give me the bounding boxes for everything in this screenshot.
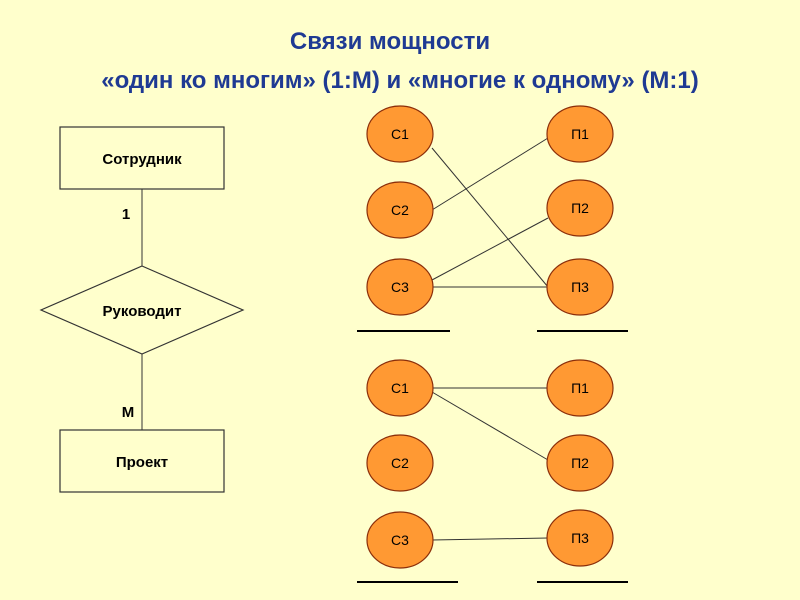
link-c2-p1 — [431, 137, 549, 211]
entity-project-box — [59, 429, 225, 493]
node-c3 — [366, 258, 434, 316]
cardinality-many: М — [122, 404, 135, 421]
mapping-top: С1 С2 С3 П1 П2 П3 — [357, 105, 628, 332]
node-p2-label: П2 — [571, 200, 589, 216]
page-subtitle: «один ко многим» (1:М) и «многие к одном… — [101, 67, 699, 94]
er-diagram: Сотрудник Руководит Проект 1 М — [39, 126, 245, 493]
node-c1-label: С1 — [391, 380, 409, 396]
link-c1-p2 — [431, 391, 549, 461]
node-p3-label: П3 — [571, 530, 589, 546]
node-p3-label: П3 — [571, 279, 589, 295]
node-c2 — [366, 434, 434, 492]
cardinality-one: 1 — [122, 206, 130, 223]
entity-employee-box — [59, 126, 225, 190]
page-title: Связи мощности — [289, 28, 491, 55]
link-c3-p3 — [431, 537, 549, 541]
node-c1 — [366, 359, 434, 417]
mapping-bottom: С1 С2 С3 П1 П2 П3 — [357, 359, 628, 583]
link-c1-p3 — [431, 147, 549, 288]
node-p2 — [546, 179, 614, 237]
node-c2-label: С2 — [391, 455, 409, 471]
link-c3-p2 — [431, 217, 549, 281]
node-p1-label: П1 — [571, 380, 589, 396]
node-c3-label: С3 — [391, 279, 409, 295]
node-p3 — [546, 258, 614, 316]
relationship-label: Руководит — [103, 303, 182, 320]
node-p2-label: П2 — [571, 455, 589, 471]
node-c2-label: С2 — [391, 202, 409, 218]
node-c3-label: С3 — [391, 532, 409, 548]
node-p1-label: П1 — [571, 126, 589, 142]
entity-project-label: Проект — [116, 454, 168, 471]
node-p3 — [546, 509, 614, 567]
node-p2 — [546, 434, 614, 492]
relationship-diamond — [39, 265, 245, 355]
entity-employee-label: Сотрудник — [102, 151, 182, 168]
node-c1 — [366, 105, 434, 163]
node-c2 — [366, 181, 434, 239]
node-p1 — [546, 105, 614, 163]
node-p1 — [546, 359, 614, 417]
node-c1-label: С1 — [391, 126, 409, 142]
node-c3 — [366, 511, 434, 569]
